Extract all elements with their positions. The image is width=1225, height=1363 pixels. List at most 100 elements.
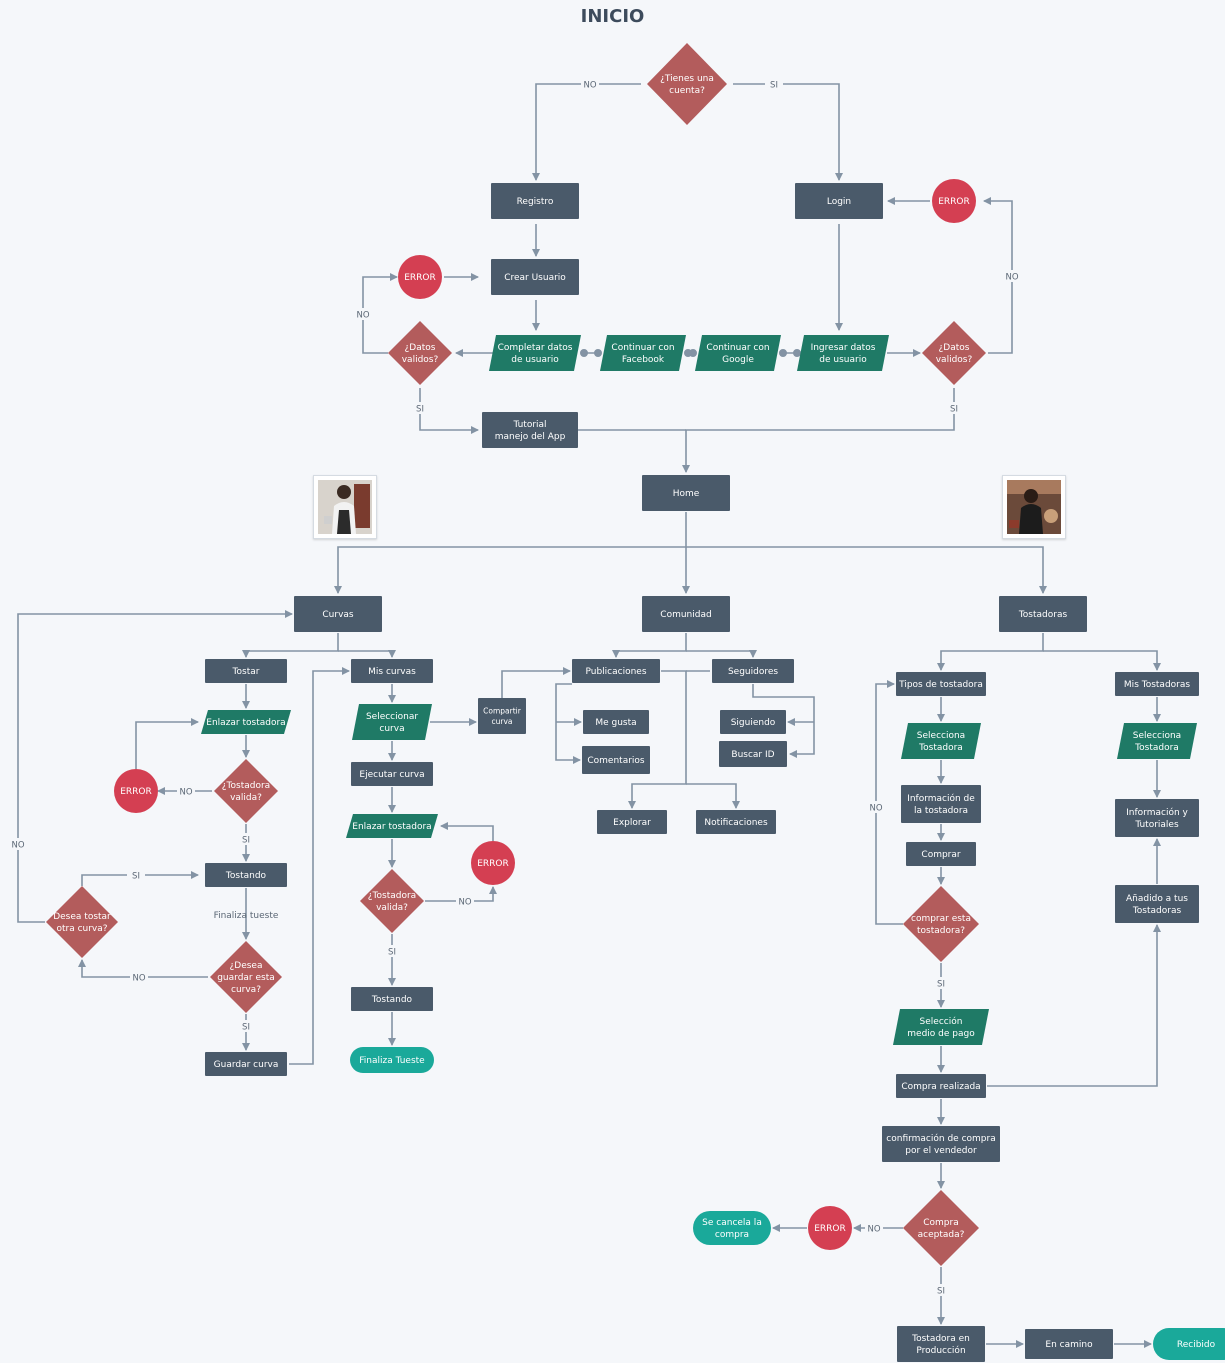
node-comprar[interactable]: Comprar <box>906 842 976 866</box>
node-error-mis-curvas[interactable]: ERROR <box>471 841 515 885</box>
connector <box>752 684 815 758</box>
node-enlazar-tostadora-1[interactable]: Enlazar tostadora <box>201 710 291 734</box>
node-label: Comprar <box>921 850 960 860</box>
node-curvas[interactable]: Curvas <box>294 596 382 632</box>
node-home[interactable]: Home <box>642 475 730 511</box>
edge-label-si: SI <box>950 405 958 415</box>
node-seguidores[interactable]: Seguidores <box>712 659 794 683</box>
node-error-login[interactable]: ERROR <box>932 179 976 223</box>
node-label: Tostadoras <box>1018 610 1068 620</box>
node-me-gusta[interactable]: Me gusta <box>583 710 649 734</box>
node-crear-usuario[interactable]: Crear Usuario <box>491 259 579 295</box>
node-recibido[interactable]: Recibido <box>1153 1328 1225 1360</box>
node-guardar-curva[interactable]: Guardar curva <box>205 1052 287 1076</box>
node-tipos-tostadora[interactable]: Tipos de tostadora <box>896 672 986 696</box>
connector <box>334 512 687 594</box>
node-siguiendo[interactable]: Siguiendo <box>720 710 786 734</box>
node-tostando-2[interactable]: Tostando <box>351 987 433 1011</box>
node-en-camino[interactable]: En camino <box>1025 1329 1113 1359</box>
edge-label-no: NO <box>1005 273 1018 283</box>
connector-dot <box>688 348 697 357</box>
node-ejecutar-curva[interactable]: Ejecutar curva <box>351 762 433 786</box>
node-finaliza-tueste-terminal[interactable]: Finaliza Tueste <box>350 1047 434 1073</box>
node-label: Publicaciones <box>585 667 646 677</box>
node-label: Home <box>673 489 700 499</box>
node-mis-tostadoras[interactable]: Mis Tostadoras <box>1115 672 1199 696</box>
connector <box>501 667 571 698</box>
node-label: ERROR <box>477 859 509 869</box>
node-buscar-id[interactable]: Buscar ID <box>719 741 787 767</box>
node-notificaciones[interactable]: Notificaciones <box>696 810 776 834</box>
connector <box>686 783 740 809</box>
node-registro[interactable]: Registro <box>491 183 579 219</box>
node-comentarios[interactable]: Comentarios <box>582 746 650 774</box>
node-compra-realizada[interactable]: Compra realizada <box>896 1074 986 1098</box>
node-error-tostar[interactable]: ERROR <box>114 769 158 813</box>
edge-label-si: SI <box>242 836 250 846</box>
finaliza-tueste-label: Finaliza tueste <box>214 911 279 921</box>
node-tostando-1[interactable]: Tostando <box>205 863 287 887</box>
node-error-compra[interactable]: ERROR <box>808 1206 852 1250</box>
node-label: ERROR <box>938 197 970 207</box>
node-tostar[interactable]: Tostar <box>205 659 287 683</box>
node-label: Guardar curva <box>214 1060 279 1070</box>
node-login[interactable]: Login <box>795 183 883 219</box>
node-label: Comentarios <box>587 756 645 766</box>
node-label: Tostando <box>371 995 413 1005</box>
connector <box>987 924 1161 1087</box>
node-label: Registro <box>517 197 554 207</box>
edge-label-si: SI <box>242 1023 250 1033</box>
connector-dot <box>593 348 602 357</box>
node-explorar[interactable]: Explorar <box>597 810 667 834</box>
connector <box>338 650 396 658</box>
edge-label-si: SI <box>388 948 396 958</box>
node-error-registro[interactable]: ERROR <box>398 255 442 299</box>
node-label: Siguiendo <box>731 718 776 728</box>
node-publicaciones[interactable]: Publicaciones <box>572 659 660 683</box>
node-enlazar-tostadora-2[interactable]: Enlazar tostadora <box>346 814 438 838</box>
node-label: En camino <box>1045 1340 1093 1350</box>
node-tostadoras[interactable]: Tostadoras <box>999 596 1087 632</box>
node-comunidad[interactable]: Comunidad <box>642 596 730 632</box>
edge-label-no: NO <box>869 804 882 814</box>
node-mis-curvas[interactable]: Mis curvas <box>351 659 433 683</box>
